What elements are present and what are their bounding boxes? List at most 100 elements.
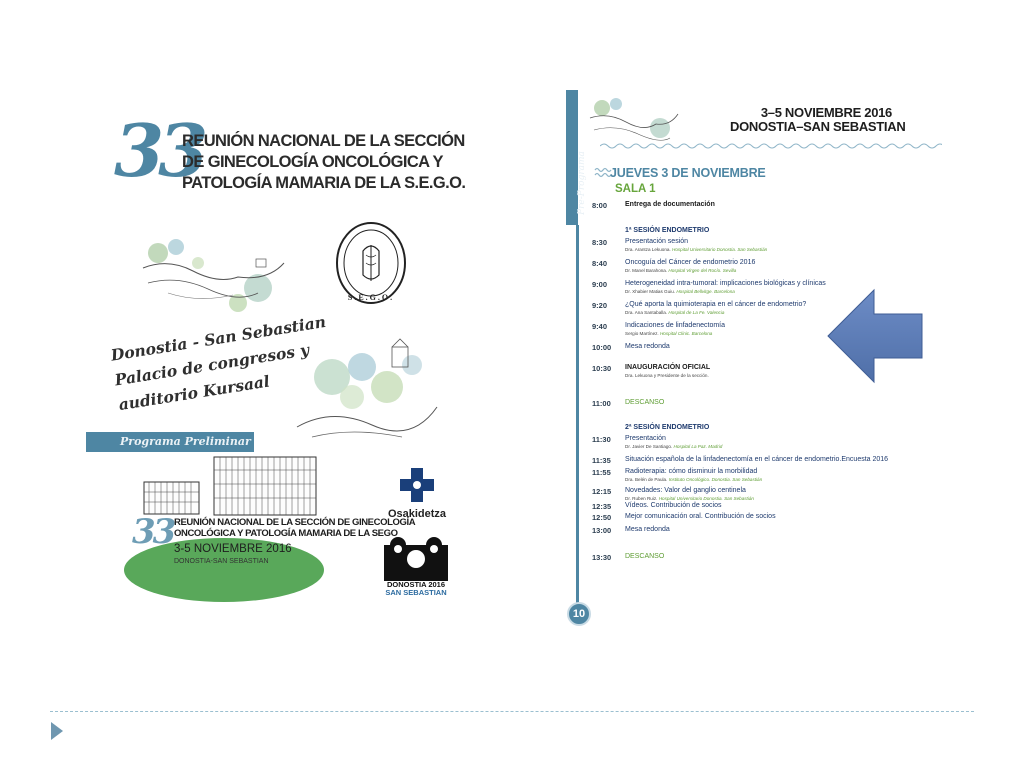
schedule-title: Radioterapia: cómo disminuir la morbilid… — [625, 468, 758, 475]
side-label: Pre-Programa — [576, 151, 587, 215]
speaker-name: Sergio Martínez. — [625, 331, 659, 336]
footer-title-line: REUNIÓN NACIONAL DE LA SECCIÓN DE GINECO… — [174, 517, 416, 528]
page-number: 10 — [567, 602, 591, 626]
seal-emblem-icon — [336, 222, 406, 304]
schedule-time: 13:30 — [592, 553, 612, 562]
header-dates: 3–5 NOVIEMBRE 2016 — [760, 105, 892, 120]
speaker-institution: Hospital La Paz. Madrid — [673, 444, 723, 449]
banner-label: Programa Preliminar — [120, 435, 251, 448]
footer-title-line: ONCOLÓGICA Y PATOLOGÍA MAMARIA DE LA SEG… — [174, 528, 398, 539]
schedule-time: 12:35 — [592, 502, 612, 511]
speaker-name: Dra. Belén de Paula. — [625, 477, 668, 482]
schedule-title: Mesa redonda — [625, 343, 670, 350]
schedule-time: 8:40 — [592, 259, 608, 268]
schedule-speaker: Dr. Javier De Santiago. Hospital La Paz.… — [625, 444, 722, 449]
schedule-speaker: Dr. Manel Barahona. Hospital Virgen del … — [625, 268, 736, 273]
speaker-name: Dr. Javier De Santiago. — [625, 444, 673, 449]
schedule-title: DESCANSO — [625, 399, 665, 406]
schedule-title: Novedades: Valor del ganglio centinela — [625, 487, 746, 494]
schedule-time: 11:55 — [592, 468, 611, 477]
room-title: SALA 1 — [615, 183, 656, 195]
schedule-time: 11:30 — [592, 435, 611, 444]
footer-divider — [50, 711, 974, 712]
schedule-time: 8:00 — [592, 201, 608, 210]
footer-city: DONOSTIA-SAN SEBASTIAN — [174, 558, 269, 565]
speaker-institution: Hospital Bellvitge. Barcelona — [676, 289, 735, 294]
speaker-name: Dr. Ruben Ruiz. — [625, 496, 658, 501]
speaker-institution: Hospital Universitario Donostia. San Seb… — [658, 496, 754, 501]
schedule-time: 8:30 — [592, 238, 608, 247]
side-rule — [576, 225, 579, 610]
schedule-title: Oncoguía del Cáncer de endometrio 2016 — [625, 259, 756, 266]
session-heading: 1ª SESIÓN ENDOMETRIO — [625, 227, 710, 234]
pointer-arrow — [827, 288, 923, 384]
schedule-time: 9:40 — [592, 322, 608, 331]
schedule-title: Mesa redonda — [625, 526, 670, 533]
schedule-title: Situación española de la linfadenectomía… — [625, 456, 889, 463]
cover-title-line: DE GINECOLOGÍA ONCOLÓGICA Y — [182, 153, 444, 171]
schedule-title: Vídeos. Contribución de socios — [625, 502, 722, 509]
schedule-speaker: Dr. Ruben Ruiz. Hospital Universitario D… — [625, 496, 754, 501]
osakidetza-cross-icon — [400, 468, 434, 502]
session-heading: 2ª SESIÓN ENDOMETRIO — [625, 424, 710, 431]
schedule-time: 13:00 — [592, 526, 612, 535]
schedule-title: Mejor comunicación oral. Contribución de… — [625, 513, 776, 520]
schedule-title: Presentación — [625, 435, 666, 442]
schedule-speaker: Dr. Xhabier Matias Guiu. Hospital Bellvi… — [625, 289, 735, 294]
schedule-title: Indicaciones de linfadenectomía — [625, 322, 726, 329]
schedule-title: INAUGURACIÓN OFICIAL — [625, 364, 711, 371]
speaker-name: Dr. Manel Barahona. — [625, 268, 668, 273]
osakidetza-label: Osakidetza — [387, 508, 447, 520]
footer-title: REUNIÓN NACIONAL DE LA SECCIÓN DE GINECO… — [174, 517, 416, 539]
header-wave-divider — [600, 143, 942, 149]
schedule-time: 9:20 — [592, 301, 608, 310]
schedule-time: 12:50 — [592, 513, 612, 522]
schedule-speaker: Dra. Lekuona y Presidente de la sección. — [625, 373, 709, 378]
footer-date: 3-5 NOVIEMBRE 2016 — [174, 543, 292, 555]
schedule-title: Heterogeneidad intra-tumoral: implicacio… — [625, 280, 826, 287]
day-wave-icon — [594, 167, 612, 178]
osakidetza-logo: Osakidetza — [382, 468, 452, 528]
schedule-title: DESCANSO — [625, 553, 665, 560]
program-cover: 33 REUNIÓN NACIONAL DE LA SECCIÓN DE GIN… — [84, 105, 466, 605]
speaker-institution: Hospital de La Fe. Valencia — [668, 310, 725, 315]
side-tab — [566, 90, 578, 225]
seal-text: S.E.G.O. — [347, 293, 395, 302]
cover-title-line: PATOLOGÍA MAMARIA DE LA S.E.G.O. — [182, 174, 466, 192]
speaker-name: Dra. Ana Santaballa. — [625, 310, 668, 315]
header-date-block: 3–5 NOVIEMBRE 2016 DONOSTIA–SAN SEBASTIA… — [730, 105, 906, 134]
schedule-speaker: Sergio Martínez. Hospital Clinic. Barcel… — [625, 331, 712, 336]
schedule-time: 10:30 — [592, 364, 612, 373]
header-sketch — [589, 98, 679, 141]
schedule-title: ¿Qué aporta la quimioterapia en el cánce… — [625, 301, 807, 308]
speaker-institution: Hospital Universitario Donostia. San Seb… — [672, 247, 768, 252]
city-sketch — [296, 338, 438, 438]
next-slide-arrow-icon[interactable] — [51, 722, 63, 740]
speaker-institution: Hospital Clinic. Barcelona — [659, 331, 713, 336]
day-title: JUEVES 3 DE NOVIEMBRE — [610, 166, 766, 180]
schedule-time: 9:00 — [592, 280, 608, 289]
donostia-2016-label: DONOSTIA 2016 SAN SEBASTIAN — [384, 581, 448, 597]
speaker-name: Dra. Lekuona y Presidente de la sección. — [625, 373, 709, 378]
speaker-name: Dr. Xhabier Matias Guiu. — [625, 289, 676, 294]
donostia-2016-icon — [384, 537, 448, 581]
footer-number: 33 — [132, 512, 176, 552]
coastline-sketch — [142, 239, 285, 312]
donostia-line-1: DONOSTIA 2016 — [386, 580, 446, 589]
program-page: Pre-Programa 10 3–5 NOVIEMBRE 2016 DONOS… — [560, 90, 950, 630]
schedule-title: Entrega de documentación — [625, 201, 715, 208]
schedule-time: 11:35 — [592, 456, 611, 465]
schedule-speaker: Dra. Arantza Lekuona. Hospital Universit… — [625, 247, 767, 252]
schedule-title: Presentación sesión — [625, 238, 689, 245]
schedule-time: 10:00 — [592, 343, 612, 352]
cover-number: 33 — [114, 108, 208, 193]
schedule-time: 11:00 — [592, 399, 611, 408]
schedule-time: 12:15 — [592, 487, 612, 496]
kursaal-illustration — [124, 456, 324, 602]
cover-title: REUNIÓN NACIONAL DE LA SECCIÓN DE GINECO… — [182, 131, 466, 194]
donostia-line-2: SAN SEBASTIAN — [385, 588, 447, 597]
speaker-institution: Instituto Oncológico. Donostia. San Seba… — [668, 477, 763, 482]
speaker-name: Dra. Arantza Lekuona. — [625, 247, 671, 252]
schedule-speaker: Dra. Ana Santaballa. Hospital de La Fe. … — [625, 310, 724, 315]
donostia-2016-logo: DONOSTIA 2016 SAN SEBASTIAN — [384, 537, 448, 603]
